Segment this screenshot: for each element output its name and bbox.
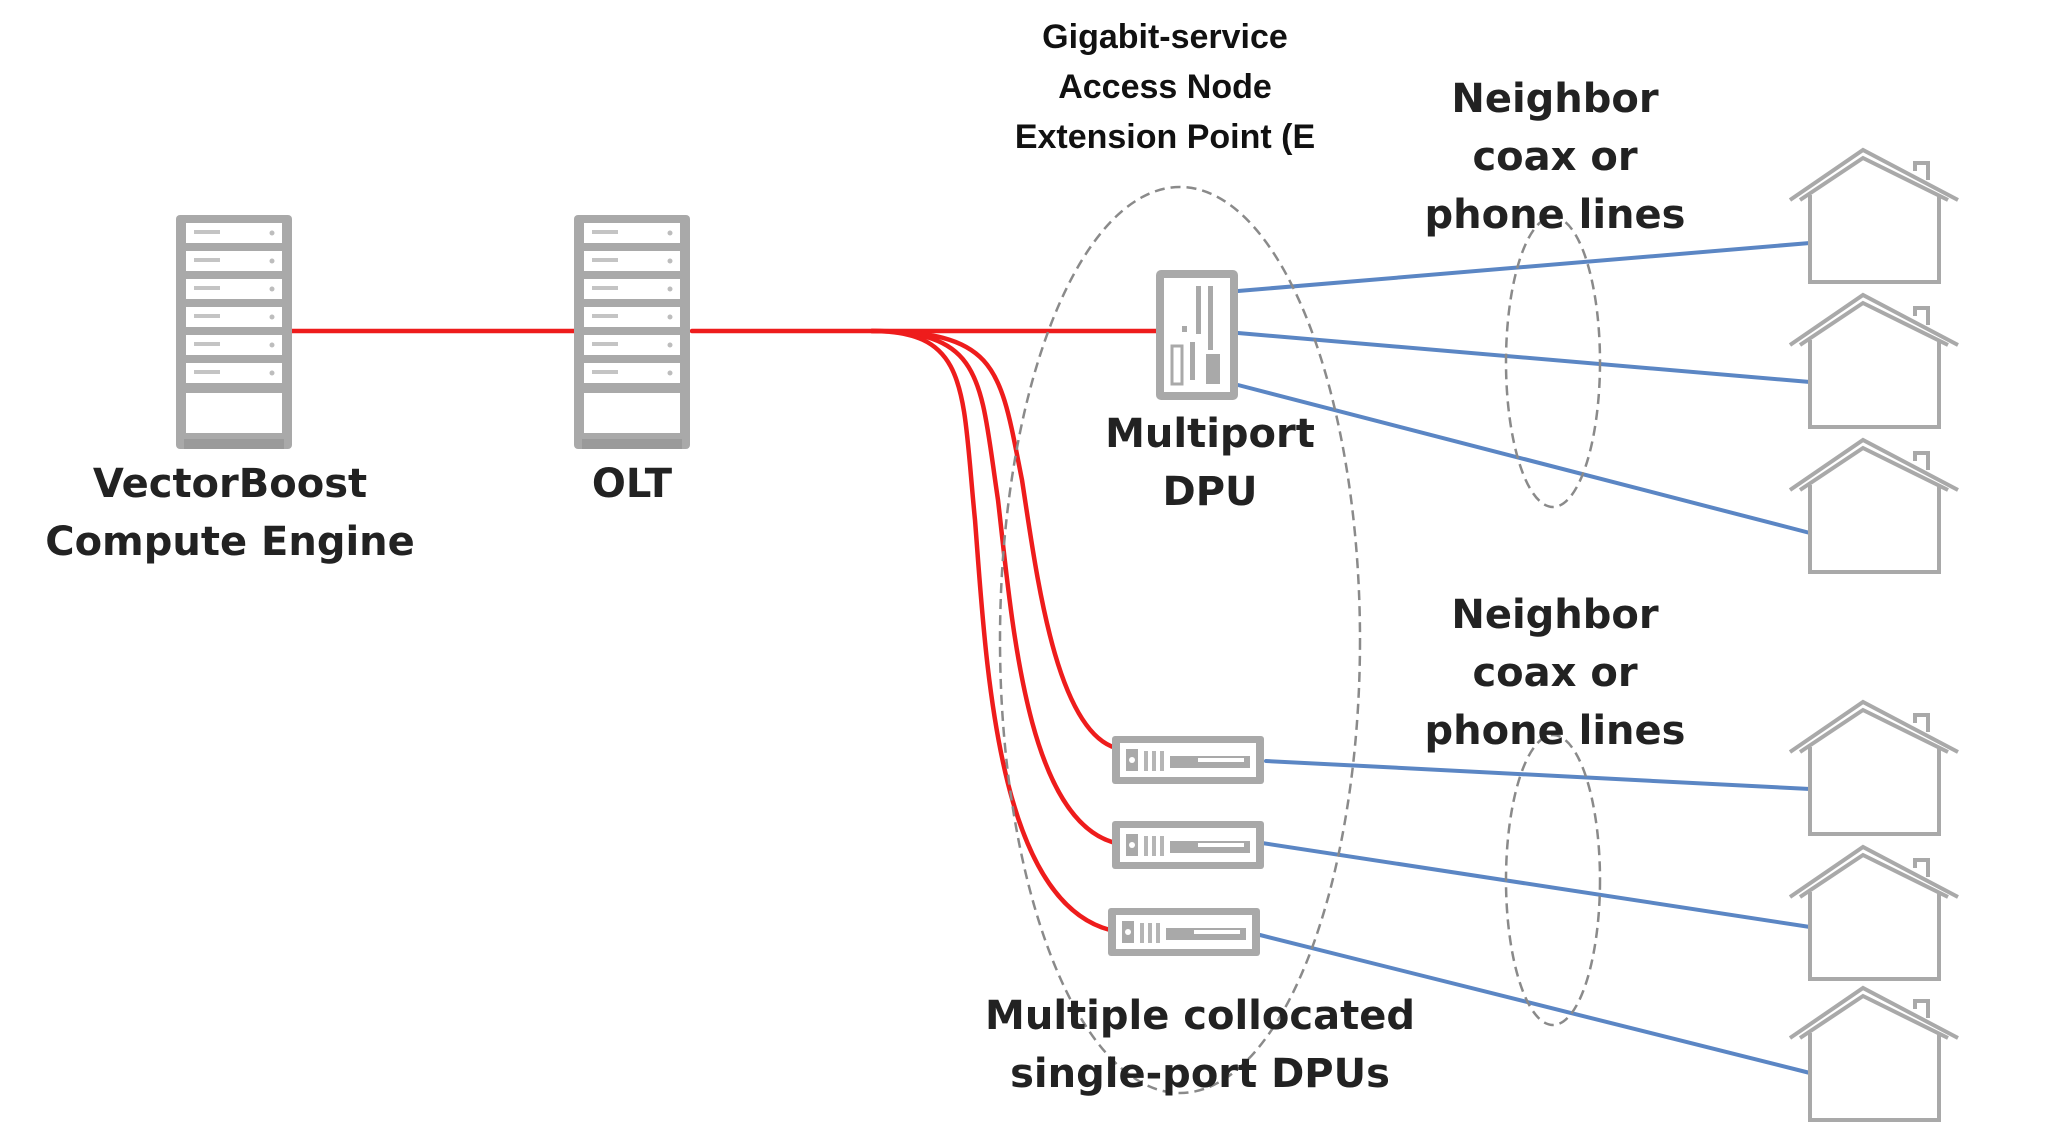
server-label-line-1: VectorBoost [92, 461, 368, 507]
enp-label-line-1: Gigabit-service [1042, 18, 1288, 56]
collocated-dpus-label: Multiple collocated single-port DPUs [960, 987, 1440, 1103]
neighbor-lines-group-top [1504, 215, 1602, 509]
house-icon [1788, 293, 1960, 429]
collocated-label-line-1: Multiple collocated [985, 993, 1415, 1039]
olt-label: OLT [532, 455, 732, 513]
single-port-dpu-icon [1112, 821, 1264, 869]
house-icon [1788, 148, 1960, 284]
house-icon [1788, 700, 1960, 836]
multiport-label-line-1: Multiport [1105, 411, 1315, 457]
single-port-dpu-icon [1112, 736, 1264, 784]
copper-line-top-2 [1236, 331, 1812, 384]
neighbor-bottom-line-2: coax or [1472, 650, 1638, 696]
fiber-to-single-port-dpu-2 [869, 328, 1115, 845]
neighbor-top-line-1: Neighbor [1451, 76, 1659, 122]
copper-lines [1236, 241, 1812, 1075]
enp-label-line-3: Extension Point (E [1014, 118, 1316, 156]
server-rack-icon [176, 215, 292, 449]
neighbor-top-line-3: phone lines [1424, 192, 1686, 238]
copper-line-bottom-3 [1258, 933, 1812, 1075]
dashed-groupings [998, 185, 1602, 1095]
house-icon [1788, 438, 1960, 574]
multiport-label-line-2: DPU [1162, 469, 1258, 515]
neighbor-lines-label-bottom: Neighbor coax or phone lines [1400, 586, 1710, 760]
house-icon [1788, 845, 1960, 981]
copper-line-top-1 [1236, 241, 1812, 293]
multiport-dpu-icon [1156, 270, 1238, 400]
neighbor-lines-group-bottom [1504, 733, 1602, 1027]
house-icon [1788, 986, 1960, 1122]
access-node-extension-point-boundary [998, 185, 1362, 1095]
single-port-dpu-icon [1108, 908, 1260, 956]
collocated-label-line-2: single-port DPUs [1010, 1051, 1390, 1097]
neighbor-top-line-2: coax or [1472, 134, 1638, 180]
server-label: VectorBoost Compute Engine [40, 455, 420, 571]
copper-line-bottom-1 [1264, 759, 1812, 791]
enp-label-line-2: Access Node [1058, 68, 1272, 106]
fiber-links [289, 328, 1159, 933]
access-node-extension-point-label: Gigabit-service Access Node Extension Po… [1000, 12, 1330, 164]
copper-line-top-3 [1236, 383, 1812, 535]
olt-rack-icon [574, 215, 690, 449]
neighbor-lines-label-top: Neighbor coax or phone lines [1400, 70, 1710, 244]
fiber-to-single-port-dpu-3 [869, 328, 1113, 933]
copper-line-bottom-2 [1260, 841, 1812, 929]
server-label-line-2: Compute Engine [45, 519, 415, 565]
multiport-dpu-label: Multiport DPU [1080, 405, 1340, 521]
neighbor-bottom-line-3: phone lines [1424, 708, 1686, 754]
fiber-to-single-port-dpu-1 [869, 328, 1119, 751]
olt-label-text: OLT [591, 461, 673, 507]
neighbor-bottom-line-1: Neighbor [1451, 592, 1659, 638]
